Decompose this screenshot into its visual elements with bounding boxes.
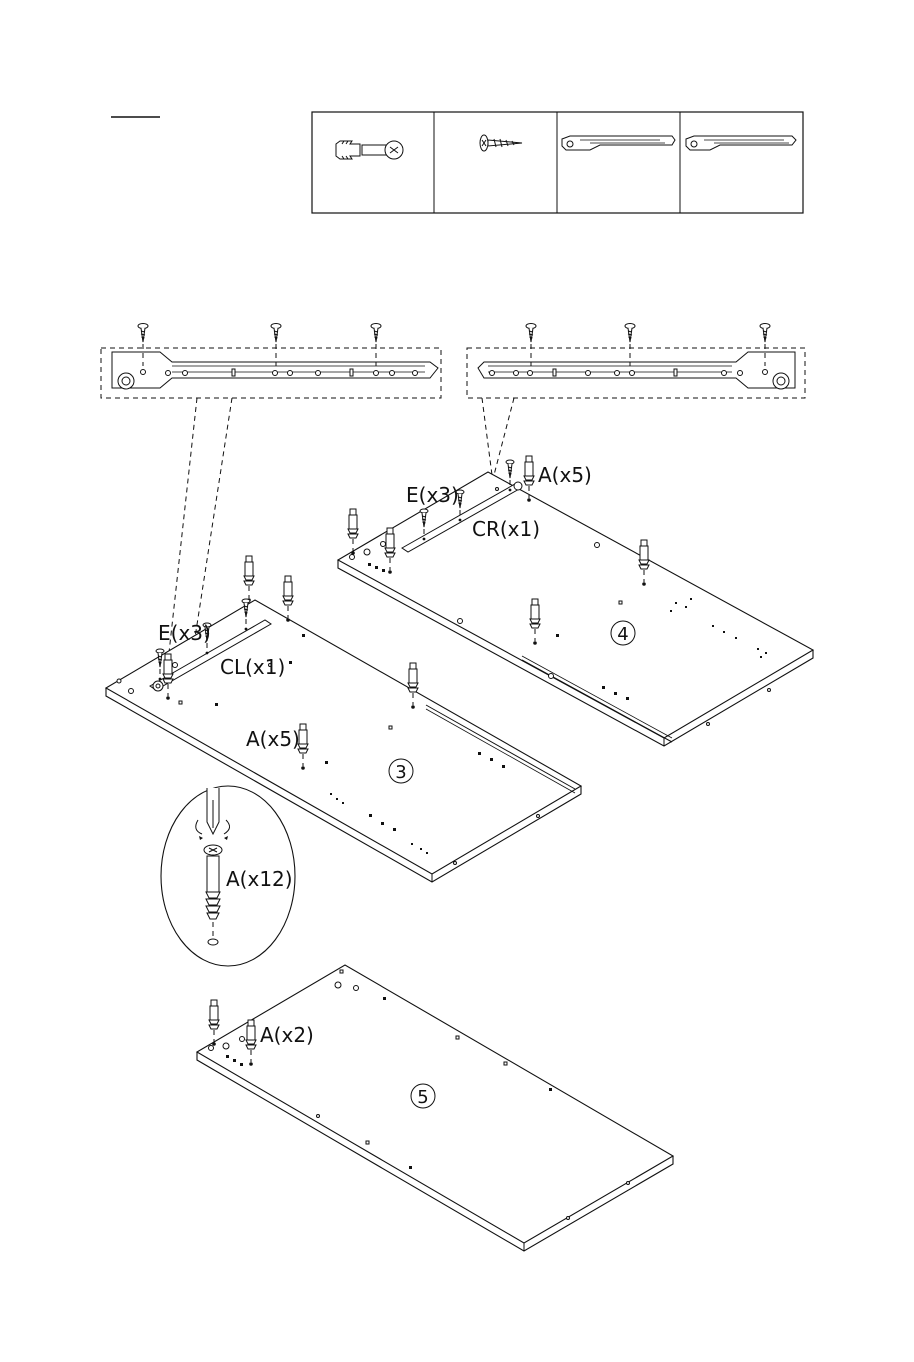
cam-dowel-icon <box>348 509 358 555</box>
screw-icon <box>371 324 381 367</box>
screw-icon <box>625 324 635 367</box>
cam-dowel-icon <box>336 141 403 159</box>
wood-screw-icon <box>480 135 522 151</box>
part-number: 5 <box>417 1087 428 1108</box>
rail-callout: CL(x1) <box>220 655 285 679</box>
drawer-rail-left-icon <box>562 136 675 150</box>
part-number: 4 <box>617 624 628 645</box>
rail-zoom-left <box>101 324 441 399</box>
rail-zoom-right <box>467 324 805 399</box>
screw-callout: E(x3) <box>158 621 211 645</box>
cam-dowel-icon <box>209 1000 219 1046</box>
dowel-callout: A(x5) <box>538 463 592 487</box>
screw-icon <box>271 324 281 367</box>
screw-callout: E(x3) <box>406 483 459 507</box>
zoom-leader-line <box>482 398 492 475</box>
hardware-table <box>312 112 803 213</box>
cam-dowel-icon <box>283 576 293 622</box>
panel-5: A(x2) 5 <box>197 965 673 1251</box>
drawer-rail-right-icon <box>686 136 796 150</box>
dowel-callout: A(x5) <box>246 727 300 751</box>
cam-dowel-icon <box>244 556 254 602</box>
part-number: 3 <box>395 762 406 783</box>
rail-callout: CR(x1) <box>472 517 540 541</box>
dowel-callout: A(x2) <box>260 1023 314 1047</box>
dowel-callout: A(x12) <box>226 867 293 891</box>
dowel-detail-callout: A(x12) <box>161 786 295 966</box>
screw-icon <box>526 324 536 367</box>
